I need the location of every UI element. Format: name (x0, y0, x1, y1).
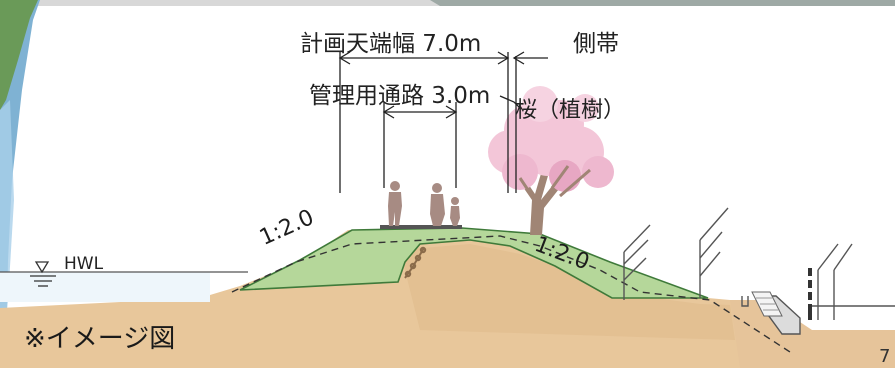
side-strip-label: 側帯 (573, 31, 619, 57)
fence-post (808, 268, 812, 320)
image-caption: ※イメージ図 (24, 324, 176, 354)
grass-cover (239, 227, 709, 299)
sakura-tree-label: 桜（植樹） (515, 98, 626, 123)
maintenance-road-label: 管理用通路 3.0m (309, 83, 491, 109)
hwl-symbol (30, 261, 56, 287)
crest-width-label: 計画天端幅 7.0m (300, 31, 482, 57)
slope-steps (404, 246, 427, 279)
maintenance-road-surface (380, 225, 462, 229)
page-number: 7 (879, 346, 891, 367)
river-water (0, 271, 248, 302)
people-silhouettes (388, 181, 460, 226)
sakura-tree (488, 86, 614, 235)
planned-levee-line (231, 235, 791, 353)
hwl-label: HWL (64, 254, 104, 274)
dimension-lines (338, 51, 548, 193)
